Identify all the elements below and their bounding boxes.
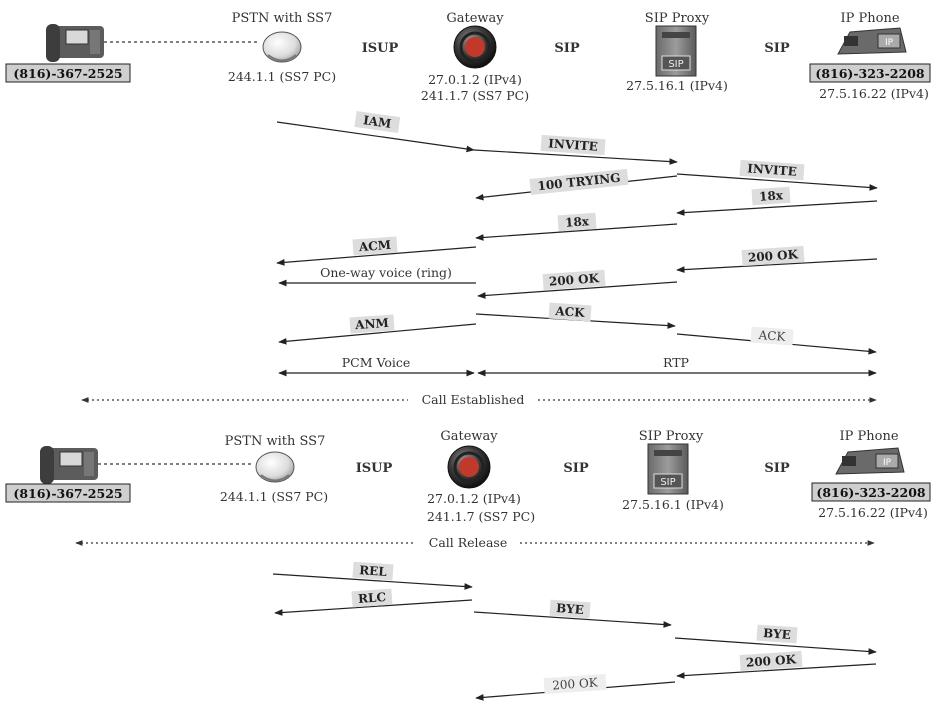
gateway-ipv4: 27.0.1.2 (IPv4) (427, 491, 521, 506)
svg-text:200 OK: 200 OK (748, 247, 800, 265)
svg-text:SIP: SIP (660, 477, 675, 488)
message-label: BYE (756, 624, 798, 644)
gateway-title: Gateway (440, 429, 498, 444)
gateway-icon (453, 25, 497, 69)
message-label: 18x (751, 186, 791, 206)
gateway-icon (447, 445, 491, 489)
server-icon: SIP (647, 443, 689, 495)
svg-text:18x: 18x (565, 214, 591, 230)
call-release-banner: Call Release (75, 535, 875, 550)
svg-text:(816)-367-2525: (816)-367-2525 (13, 66, 122, 81)
sip-proxy-title: SIP Proxy (639, 429, 704, 444)
gateway-ss7: 241.1.7 (SS7 PC) (421, 88, 529, 103)
section-release-header: (816)-367-2525 PSTN with SS7 244.1.1 (SS… (5, 429, 931, 524)
call-established-banner: Call Established (81, 392, 877, 407)
svg-text:(816)-323-2208: (816)-323-2208 (816, 485, 925, 500)
message-label: ANM (349, 314, 395, 334)
message-label: ACK (750, 326, 794, 346)
svg-text:IAM: IAM (362, 113, 392, 131)
svg-text:REL: REL (359, 563, 388, 579)
protocol-label: SIP (764, 41, 789, 56)
svg-text:IP: IP (885, 38, 894, 48)
sip-proxy-title: SIP Proxy (645, 11, 710, 26)
svg-text:200 OK: 200 OK (746, 652, 798, 670)
ip-phone-number-box: (816)-323-2208 (809, 63, 931, 83)
section-setup-header: (816)-367-2525 PSTN with SS7 244.1.1 (SS… (5, 11, 931, 103)
ip-phone-title: IP Phone (840, 11, 899, 26)
svg-text:ACK: ACK (757, 328, 787, 344)
svg-text:Call Established: Call Established (422, 392, 525, 407)
desk-phone-icon (40, 446, 98, 484)
ip-phone-title: IP Phone (839, 429, 898, 444)
message-label: IAM (354, 111, 401, 134)
pstn-address: 244.1.1 (SS7 PC) (228, 69, 336, 84)
pstn-title: PSTN with SS7 (225, 434, 326, 449)
phone-number-box: (816)-367-2525 (5, 63, 131, 83)
svg-text:INVITE: INVITE (548, 136, 598, 153)
svg-text:ACM: ACM (357, 238, 391, 254)
message-label: 18x (557, 212, 597, 232)
ip-phone-icon: IP (837, 27, 907, 55)
message-label: 100 TRYING (529, 168, 629, 195)
protocol-label: ISUP (362, 41, 399, 56)
svg-text:RLC: RLC (358, 590, 387, 606)
protocol-label: SIP (563, 461, 588, 476)
svg-text:INVITE: INVITE (747, 161, 797, 178)
svg-text:BYE: BYE (763, 626, 792, 642)
svg-text:(816)-323-2208: (816)-323-2208 (815, 66, 924, 81)
svg-text:SIP: SIP (668, 59, 683, 70)
setup-messages: IAM INVITE INVITE 100 TRYING 18x 18x ACM… (276, 111, 878, 377)
message-label: BYE (549, 599, 591, 619)
svg-text:ACK: ACK (554, 304, 586, 320)
svg-text:18x: 18x (759, 188, 785, 204)
sip-proxy-address: 27.5.16.1 (IPv4) (626, 78, 728, 93)
ip-phone-address: 27.5.16.22 (IPv4) (818, 505, 928, 520)
svg-text:(816)-367-2525: (816)-367-2525 (13, 486, 122, 501)
ip-phone-address: 27.5.16.22 (IPv4) (819, 86, 929, 101)
rtp-label: RTP (663, 355, 689, 370)
pstn-address: 244.1.1 (SS7 PC) (220, 489, 328, 504)
protocol-label: SIP (554, 41, 579, 56)
release-messages: REL RLC BYE BYE 200 OK 200 OK (272, 561, 877, 701)
pstn-title: PSTN with SS7 (232, 11, 333, 26)
message-label: ACK (548, 302, 592, 322)
message-label: 200 OK (543, 673, 607, 695)
message-label: ACM (352, 236, 398, 256)
message-label: 200 OK (739, 650, 803, 672)
svg-text:ANM: ANM (354, 316, 389, 332)
protocol-label: ISUP (356, 461, 393, 476)
sip-proxy-address: 27.5.16.1 (IPv4) (622, 497, 724, 512)
message-label: 200 OK (741, 245, 805, 267)
gateway-ipv4: 27.0.1.2 (IPv4) (428, 72, 522, 87)
message-label: 200 OK (542, 269, 606, 291)
svg-text:BYE: BYE (556, 601, 585, 617)
voice-label: One-way voice (ring) (320, 265, 452, 280)
ip-phone-number-box: (816)-323-2208 (811, 482, 931, 502)
ip-phone-icon: IP (835, 447, 905, 475)
gateway-ss7: 241.1.7 (SS7 PC) (427, 509, 535, 524)
svg-text:200 OK: 200 OK (549, 271, 601, 289)
server-icon: SIP (655, 25, 697, 77)
svg-text:IP: IP (883, 458, 892, 468)
svg-text:200 OK: 200 OK (552, 675, 599, 692)
pcm-voice-label: PCM Voice (342, 355, 411, 370)
gateway-title: Gateway (446, 11, 504, 26)
pstn-icon (262, 31, 302, 63)
message-label: INVITE (739, 159, 805, 181)
pstn-icon (255, 451, 295, 483)
desk-phone-icon (46, 24, 104, 62)
message-label: REL (352, 561, 394, 581)
message-label: RLC (351, 588, 393, 608)
phone-number-box: (816)-367-2525 (5, 483, 131, 503)
protocol-label: SIP (764, 461, 789, 476)
svg-text:Call Release: Call Release (429, 535, 507, 550)
message-label: INVITE (540, 134, 606, 156)
